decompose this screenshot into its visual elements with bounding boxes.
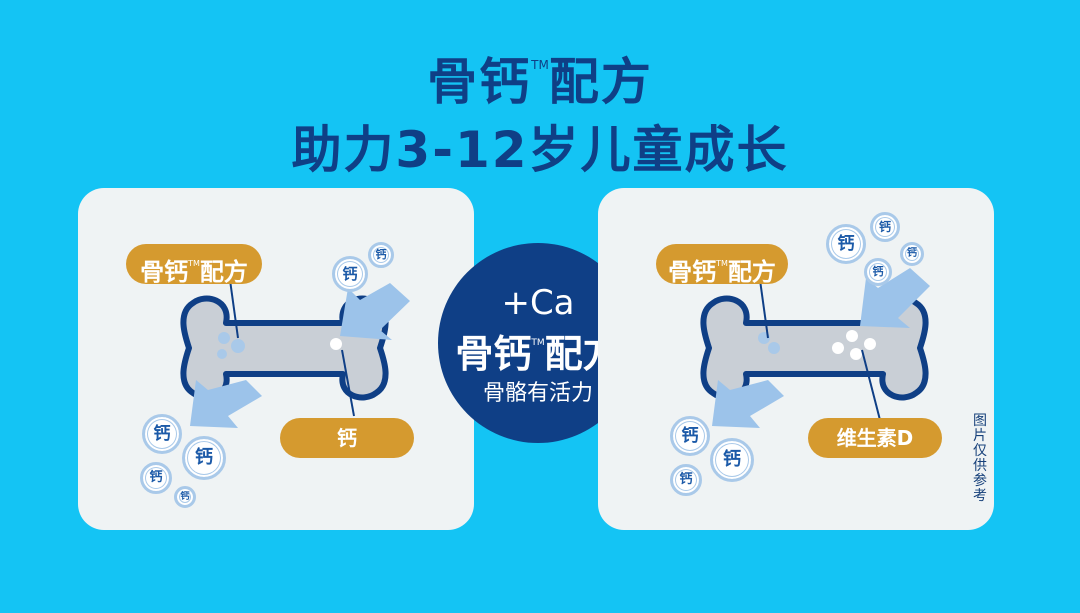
center-brand: 骨钙 [455, 332, 532, 376]
brand-formula-tag: 骨钙TM配方 [656, 244, 788, 286]
brand-formula-tag: 骨钙TM配方 [126, 244, 262, 286]
calcium-bubble: 钙 [332, 256, 368, 292]
bone-calcium-dot [832, 342, 844, 354]
headline-suffix: 配方 [548, 53, 653, 111]
headline-brand: 骨钙 [427, 53, 532, 111]
calcium-bubble: 钙 [870, 212, 900, 242]
tag-suffix: 配方 [199, 258, 248, 286]
calcium-out-arrow [712, 380, 784, 428]
pointer-line [861, 349, 881, 421]
tag-brand: 骨钙 [140, 258, 189, 286]
calcium-bubble: 钙 [826, 224, 866, 264]
disclaimer-text: 图片仅供参考 [973, 413, 987, 504]
calcium-bubble: 钙 [182, 436, 226, 480]
center-trademark: TM [531, 338, 545, 348]
calcium-bubble: 钙 [140, 462, 172, 494]
center-tagline: 骨骼有活力 [482, 381, 593, 406]
calcium-bubble: 钙 [368, 242, 394, 268]
pointer-line [759, 279, 769, 339]
bone-calcium-dot [846, 330, 858, 342]
tag-brand: 骨钙 [668, 258, 717, 286]
right-panel: 骨钙TM配方 维生素D 钙 钙 钙 钙 钙 钙 钙 [598, 188, 994, 530]
calcium-bubble: 钙 [142, 414, 182, 454]
headline-line-1: 骨钙TM配方 [0, 42, 1080, 114]
bone-calcium-dot [231, 339, 245, 353]
left-bone-diagram [180, 279, 410, 428]
calcium-bubble: 钙 [670, 416, 710, 456]
tag-trademark: TM [716, 259, 728, 268]
calcium-bubble: 钙 [864, 258, 892, 286]
bone-calcium-dot [768, 342, 780, 354]
calcium-out-arrow [190, 380, 262, 428]
bone-calcium-dot [850, 348, 862, 360]
tag-trademark: TM [188, 259, 200, 268]
plus-calcium-label: +Ca [501, 283, 575, 323]
tag-suffix: 配方 [727, 258, 776, 286]
calcium-bubble: 钙 [900, 242, 924, 266]
calcium-bubble: 钙 [710, 438, 754, 482]
bone-calcium-dot [218, 332, 230, 344]
calcium-in-arrow [860, 268, 930, 328]
headline-line-2: 助力3-12岁儿童成长 [291, 121, 789, 179]
right-bone-diagram [700, 268, 930, 428]
bone-calcium-dot [330, 338, 342, 350]
calcium-tag: 钙 [280, 418, 414, 458]
bone-calcium-dot [864, 338, 876, 350]
calcium-in-arrow [340, 283, 410, 340]
bone-calcium-dot [217, 349, 227, 359]
left-panel: 骨钙TM配方 钙 钙 钙 钙 钙 钙 钙 [78, 188, 474, 530]
pointer-line [341, 349, 355, 417]
vitamin-d-tag: 维生素D [808, 418, 942, 458]
pointer-line [229, 279, 239, 339]
headline-trademark: TM [531, 58, 549, 72]
calcium-bubble: 钙 [670, 464, 702, 496]
calcium-bubble: 钙 [174, 486, 196, 508]
